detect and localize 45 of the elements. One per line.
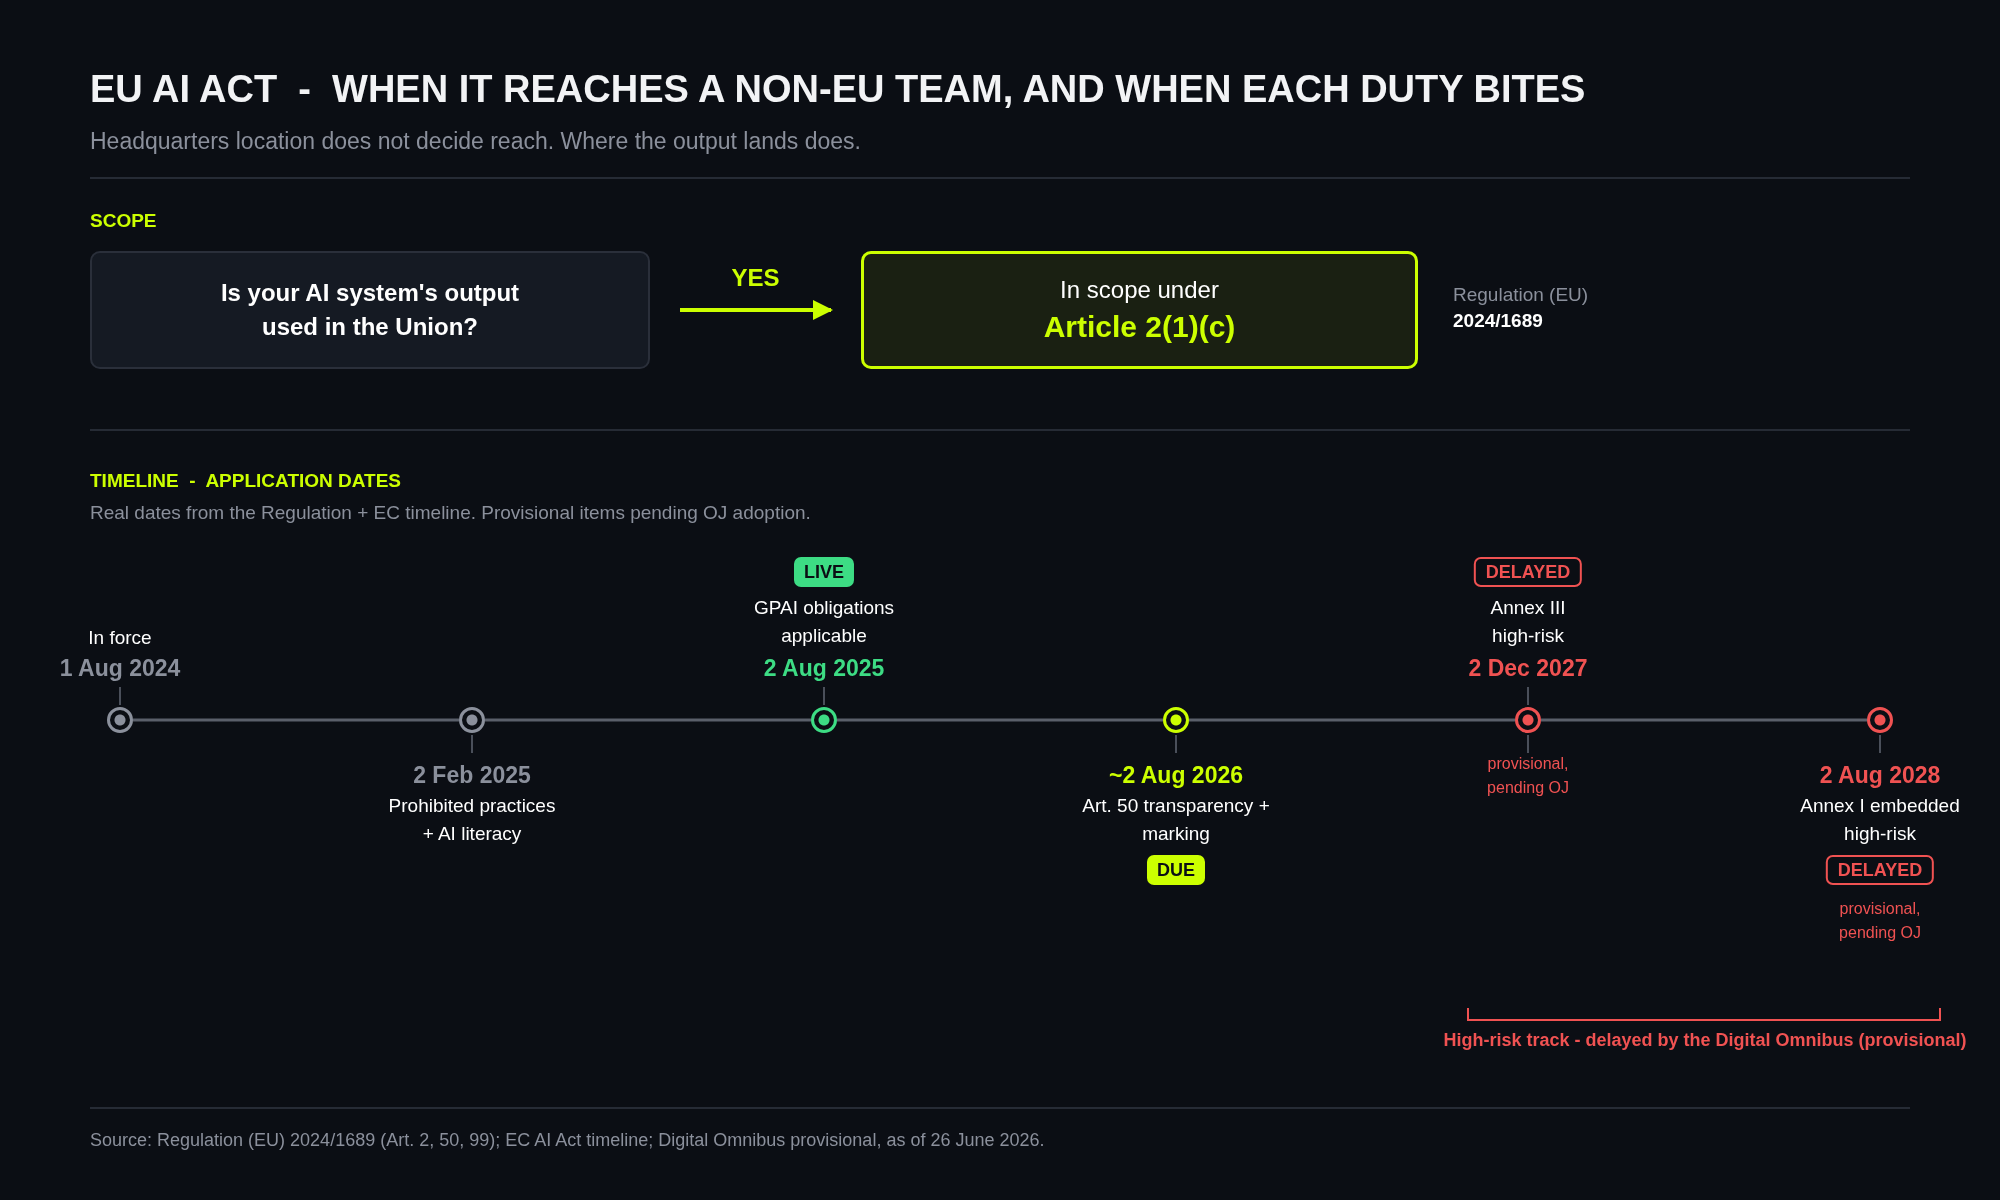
bracket-label: High-risk track - delayed by the Digital Omnibus (provisional) bbox=[1443, 1030, 1967, 1051]
milestone-marker bbox=[1867, 707, 1893, 733]
regulation-label: Regulation (EU) bbox=[1453, 284, 1589, 306]
timeline-segment bbox=[1189, 718, 1515, 722]
title: EU AI ACT - WHEN IT REACHES A NON-EU TEAM, AND WHEN EACH DUTY BITES bbox=[90, 68, 1586, 111]
milestone-text: Annex I embedded high-risk bbox=[1799, 794, 1961, 846]
section-note: Real dates from the Regulation + EC timeline. Provisional items pending OJ adoption. bbox=[90, 502, 811, 524]
subtitle: Headquarters location does not decide reach. Where the output lands does. bbox=[90, 128, 861, 155]
edge-label: YES bbox=[731, 264, 780, 292]
milestone-marker bbox=[459, 707, 485, 733]
milestone-text: Art. 50 transparency + marking bbox=[1081, 794, 1271, 846]
article-reference: Article 2(1)(c) bbox=[1043, 309, 1236, 345]
status-badge: LIVE bbox=[794, 557, 854, 587]
source-note: Source: Regulation (EU) 2024/1689 (Art. 2, 50, 99); EC AI Act timeline; Digital Omnibus provisional, as of 26 June 2026. bbox=[90, 1130, 1045, 1151]
arrow bbox=[680, 300, 833, 320]
result-text: In scope under bbox=[1060, 275, 1219, 305]
milestone-marker bbox=[1515, 707, 1541, 733]
timeline-segment bbox=[133, 718, 459, 722]
section-heading: TIMELINE - APPLICATION DATES bbox=[90, 470, 402, 492]
status-badge: DUE bbox=[1147, 855, 1205, 885]
date-label: 1 Aug 2024 bbox=[58, 654, 182, 683]
question-box bbox=[90, 251, 650, 369]
date-label: ~2 Aug 2026 bbox=[1108, 761, 1244, 790]
timeline-segment bbox=[485, 718, 811, 722]
date-label: 2 Feb 2025 bbox=[412, 761, 532, 790]
milestone-marker bbox=[107, 707, 133, 733]
section-heading: SCOPE bbox=[90, 210, 157, 232]
result-box bbox=[861, 251, 1418, 369]
milestone-marker bbox=[1163, 707, 1189, 733]
timeline-segment bbox=[1541, 718, 1867, 722]
milestone-text: In force bbox=[87, 626, 153, 650]
status-badge: DELAYED bbox=[1473, 557, 1583, 587]
milestone-text: Annex III high-risk bbox=[1489, 596, 1567, 648]
milestone-text: Prohibited practices + AI literacy bbox=[387, 794, 557, 846]
status-note: provisional, pending OJ bbox=[1486, 754, 1570, 798]
date-label: 2 Aug 2025 bbox=[762, 654, 886, 683]
regulation-number: 2024/1689 bbox=[1453, 310, 1543, 332]
date-label: 2 Dec 2027 bbox=[1467, 654, 1589, 683]
date-label: 2 Aug 2028 bbox=[1818, 761, 1942, 790]
milestone-marker bbox=[811, 707, 837, 733]
question-text: Is your AI system's output used in the Union? bbox=[219, 278, 521, 342]
status-badge: DELAYED bbox=[1825, 855, 1935, 885]
timeline-segment bbox=[837, 718, 1163, 722]
status-note: provisional, pending OJ bbox=[1838, 899, 1922, 943]
milestone-text: GPAI obligations applicable bbox=[752, 596, 896, 648]
